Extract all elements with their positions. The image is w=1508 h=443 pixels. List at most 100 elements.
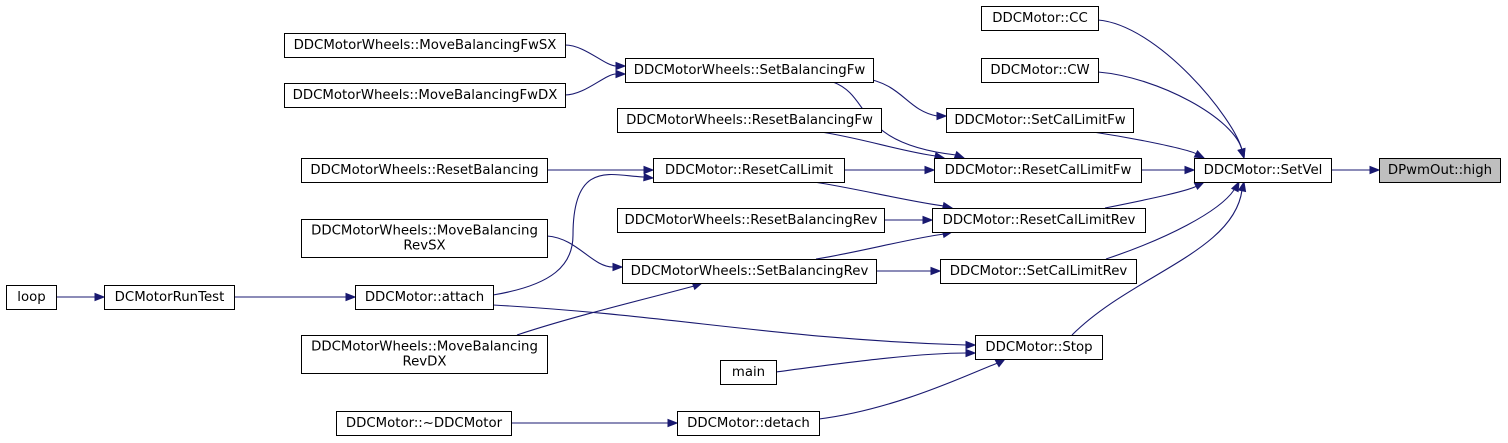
edge-line [564, 44, 617, 67]
edge-arrowhead [965, 340, 977, 350]
node-box [301, 158, 548, 183]
node-sclfw[interactable]: DDCMotor::SetCalLimitFw [946, 108, 1134, 133]
node-rbfw[interactable]: DDCMotorWheels::ResetBalancingFw [617, 108, 882, 133]
edge-arrowhead [936, 111, 948, 121]
edge-line [775, 352, 967, 373]
node-label: DDCMotor::SetCalLimitFw [954, 113, 1125, 128]
edge-sclrev-to-setvel [1105, 180, 1240, 260]
edges-layer [56, 19, 1381, 428]
node-rclfw[interactable]: DDCMotor::ResetCalLimitFw [934, 158, 1142, 183]
edge-arrowhead [965, 348, 977, 358]
edge-mbfwdx-to-sbfw [564, 69, 627, 96]
node-box [625, 58, 874, 83]
edge-main-to-stop [775, 348, 977, 373]
node-label: DDCMotor::ResetCalLimit [665, 163, 833, 178]
node-label: DDCMotor::SetVel [1204, 163, 1323, 178]
node-box [1194, 158, 1332, 183]
node-label: DPwmOut::high [1388, 163, 1492, 178]
nodes-layer: DDCMotor::CCDDCMotor::CWDDCMotorWheels::… [6, 6, 1501, 436]
edge-sbrev-to-sclrev [876, 266, 942, 276]
edge-line [1105, 189, 1235, 260]
node-attach[interactable]: DDCMotor::attach [355, 285, 494, 310]
node-sclrev[interactable]: DDCMotor::SetCalLimitRev [940, 259, 1137, 284]
node-dtor[interactable]: DDCMotor::~DDCMotor [336, 411, 512, 436]
edge-mbfwsx-to-sbfw [564, 44, 627, 71]
node-high[interactable]: DPwmOut::high [1379, 158, 1501, 183]
edge-rbrev-to-rclrev [884, 215, 934, 225]
node-detach[interactable]: DDCMotor::detach [677, 411, 820, 436]
edge-sclfw-to-setvel [1092, 131, 1206, 159]
edge-line [564, 73, 617, 96]
node-label: DDCMotorWheels::ResetBalancingRev [625, 213, 878, 228]
edge-arrowhead [1230, 180, 1240, 193]
node-label: RevSX [403, 239, 445, 254]
node-label: loop [17, 290, 45, 305]
node-label: DCMotorRunTest [115, 290, 225, 305]
edge-arrowhead [924, 165, 936, 175]
node-label: DDCMotorWheels::MoveBalancingFwSX [294, 38, 557, 53]
edge-line [1071, 189, 1243, 336]
node-label: DDCMotor::ResetCalLimitFw [945, 163, 1132, 178]
edge-attach-to-rcl [492, 172, 655, 296]
edge-rclrev-to-setvel [1104, 181, 1206, 209]
edge-dcrt-to-attach [234, 292, 357, 302]
edge-arrowhead [1237, 147, 1246, 160]
node-rbrev[interactable]: DDCMotorWheels::ResetBalancingRev [617, 208, 885, 233]
node-cw[interactable]: DDCMotor::CW [981, 58, 1099, 83]
edge-arrowhead [1193, 181, 1206, 191]
node-label: DDCMotor::CW [990, 63, 1089, 78]
edge-arrowhead [643, 165, 655, 175]
node-box [104, 285, 235, 310]
node-box [932, 208, 1146, 233]
node-box [301, 335, 548, 374]
edge-arrowhead [953, 150, 966, 159]
edge-arrowhead [667, 418, 679, 428]
node-label: DDCMotorWheels::MoveBalancing [311, 340, 538, 355]
node-rclrev[interactable]: DDCMotor::ResetCalLimitRev [932, 208, 1146, 233]
edge-arrowhead [1193, 149, 1206, 159]
node-label: DDCMotorWheels::MoveBalancingFwDX [293, 88, 558, 103]
node-mbfwdx[interactable]: DDCMotorWheels::MoveBalancingFwDX [284, 83, 566, 108]
node-label: DDCMotor::attach [365, 290, 484, 305]
node-cc[interactable]: DDCMotor::CC [981, 6, 1099, 31]
node-label: DDCMotor::ResetCalLimitRev [943, 213, 1136, 228]
node-dcrt[interactable]: DCMotorRunTest [104, 285, 235, 310]
edge-arrowhead [345, 292, 357, 302]
node-label: DDCMotor::CC [992, 11, 1087, 26]
node-rb[interactable]: DDCMotorWheels::ResetBalancing [301, 158, 548, 183]
node-setvel[interactable]: DDCMotor::SetVel [1194, 158, 1332, 183]
node-box [940, 259, 1137, 284]
node-rcl[interactable]: DDCMotor::ResetCalLimit [653, 158, 845, 183]
edge-sbrev-to-rclrev [815, 229, 954, 260]
node-label: DDCMotor::SetCalLimitRev [950, 264, 1128, 279]
edge-mbrevsx-to-sbrev [546, 235, 624, 272]
node-box [617, 108, 882, 133]
edge-arrowhead [615, 69, 627, 79]
edge-line [516, 285, 695, 336]
edge-arrowhead [994, 358, 1007, 368]
node-box [284, 83, 566, 108]
node-label: main [732, 365, 765, 380]
node-loop[interactable]: loop [6, 285, 57, 310]
node-label: DDCMotor::~DDCMotor [346, 416, 503, 431]
node-label: DDCMotor::Stop [985, 340, 1092, 355]
node-label: DDCMotorWheels::SetBalancingRev [631, 264, 869, 279]
edge-cc-to-setvel [1097, 19, 1246, 160]
edge-arrowhead [643, 172, 655, 182]
edge-line [1092, 131, 1199, 156]
node-sbrev[interactable]: DDCMotorWheels::SetBalancingRev [622, 259, 877, 284]
node-stop[interactable]: DDCMotor::Stop [975, 335, 1103, 360]
edge-line [492, 304, 967, 346]
node-mbfwsx[interactable]: DDCMotorWheels::MoveBalancingFwSX [284, 33, 566, 58]
node-box [284, 33, 566, 58]
edge-rcl-to-rclfw [844, 165, 936, 175]
node-label: DDCMotorWheels::ResetBalancingFw [626, 113, 873, 128]
node-box [1379, 158, 1501, 183]
node-sbfw[interactable]: DDCMotorWheels::SetBalancingFw [625, 58, 874, 83]
edge-arrowhead [922, 215, 934, 225]
node-main[interactable]: main [720, 360, 777, 385]
edge-rbfw-to-rclfw [820, 131, 946, 161]
